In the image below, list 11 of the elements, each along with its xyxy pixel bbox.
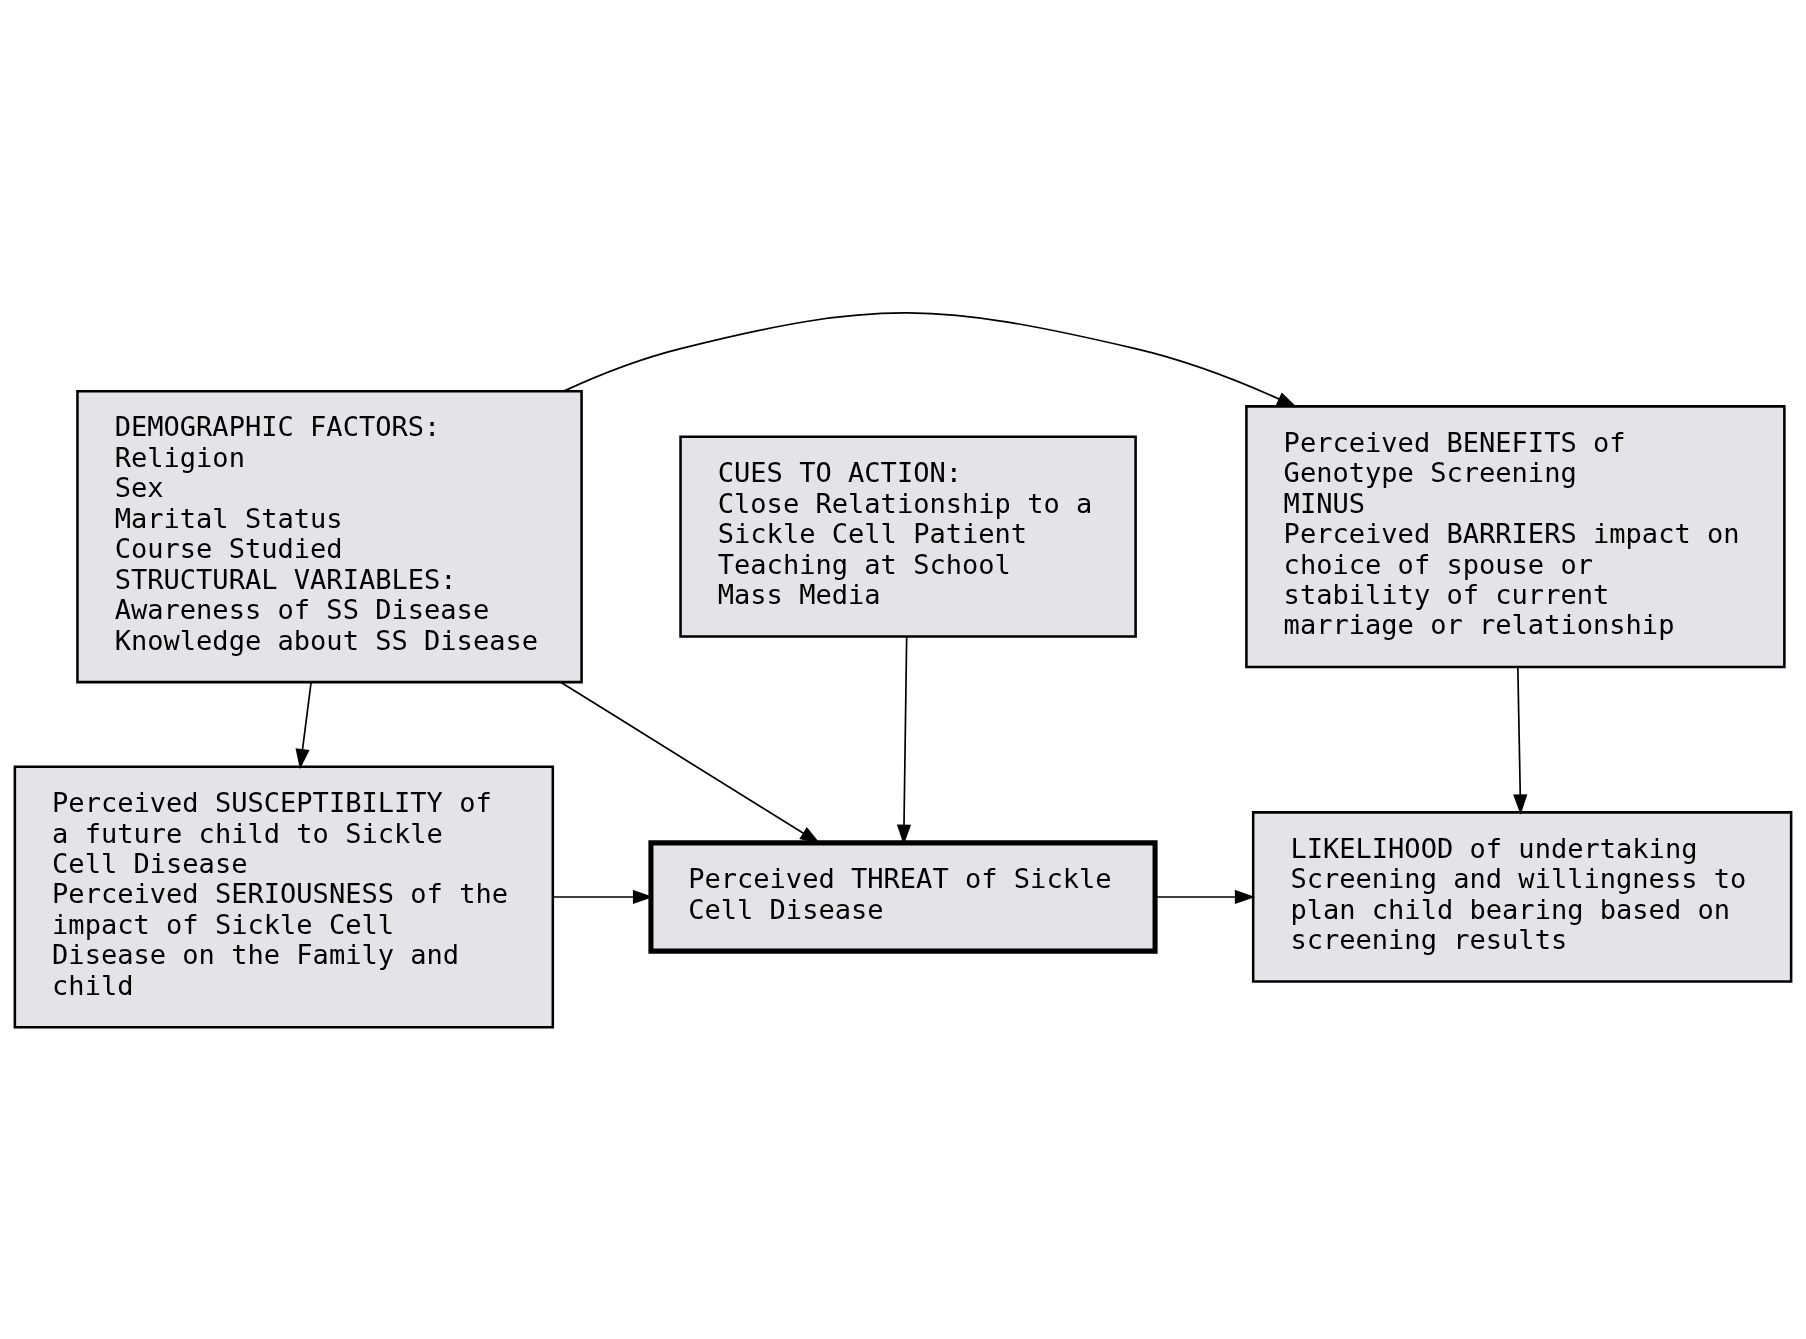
arrow — [560, 681, 821, 844]
node-box: DEMOGRAPHIC FACTORS: Religion Sex Marital Status Course Studied STRUCTURAL VARIABLES: Awareness of SS Disease Knowledge about SS Disease — [76, 389, 583, 683]
arrow — [562, 311, 1298, 407]
arrow — [1154, 889, 1256, 904]
node-box: LIKELIHOOD of undertaking Screening and willingness to plan child bearing based on screening results — [1251, 810, 1793, 983]
node-box: Perceived SUSCEPTIBILITY of a future child to Sickle Cell Disease Perceived SERIOUSNESS of the impact of Sickle Cell Disease on the Family and child — [13, 764, 555, 1028]
node-box: Perceived BENEFITS of Genotype Screening MINUS Perceived BARRIERS impact on choice of spouse or stability of current marriage or relationship — [1245, 404, 1786, 668]
node-box: CUES TO ACTION: Close Relationship to a Sickle Cell Patient Teaching at School Mass Media — [679, 435, 1137, 638]
node-box: Perceived THREAT of Sickle Cell Disease — [648, 839, 1158, 954]
arrow — [1513, 665, 1528, 815]
arrow — [295, 681, 312, 769]
